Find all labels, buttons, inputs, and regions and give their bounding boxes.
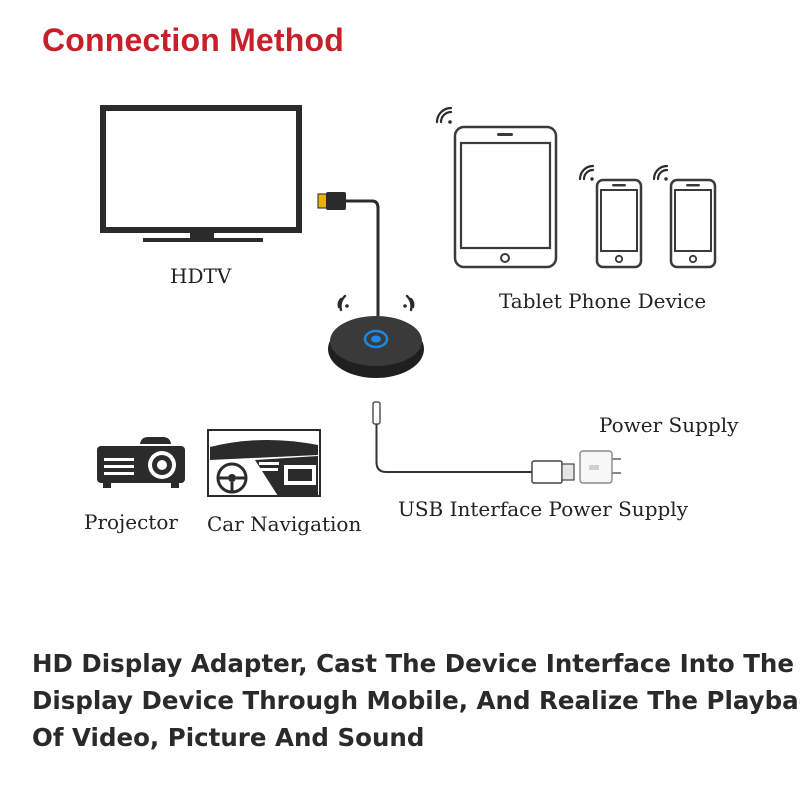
hdtv-label: HDTV [170, 264, 232, 288]
wireless-adapter-icon [328, 316, 424, 378]
hdtv-icon [100, 105, 302, 242]
wifi-signal-icon [435, 106, 453, 124]
tablet-phone-label: Tablet Phone Device [499, 289, 707, 313]
tablet-icon [453, 125, 558, 269]
description-caption: HD Display Adapter, Cast The Device Inte… [32, 645, 800, 756]
usb-cable-icon [372, 401, 575, 484]
projector-label: Projector [84, 510, 178, 534]
page-title: Connection Method [42, 22, 345, 58]
car-navigation-label: Car Navigation [207, 512, 362, 536]
caption-line: HD Display Adapter, Cast The Device Inte… [32, 649, 794, 678]
power-supply-label: Power Supply [599, 413, 739, 437]
wifi-signal-icon [652, 164, 669, 181]
car-navigation-icon [207, 429, 321, 497]
hdmi-cable-icon [317, 192, 380, 320]
wifi-signal-icon [403, 294, 415, 312]
projector-icon [97, 437, 185, 488]
caption-line: Display Device Through Mobile, And Reali… [32, 686, 800, 715]
wifi-signal-icon [337, 294, 349, 312]
phone-icon [669, 178, 717, 269]
wifi-signal-icon [578, 164, 595, 181]
power-adapter-icon [579, 450, 621, 484]
connection-diagram [97, 105, 717, 497]
usb-power-label: USB Interface Power Supply [398, 497, 688, 521]
caption-line: Of Video, Picture And Sound [32, 723, 425, 752]
phone-icon [595, 178, 643, 269]
